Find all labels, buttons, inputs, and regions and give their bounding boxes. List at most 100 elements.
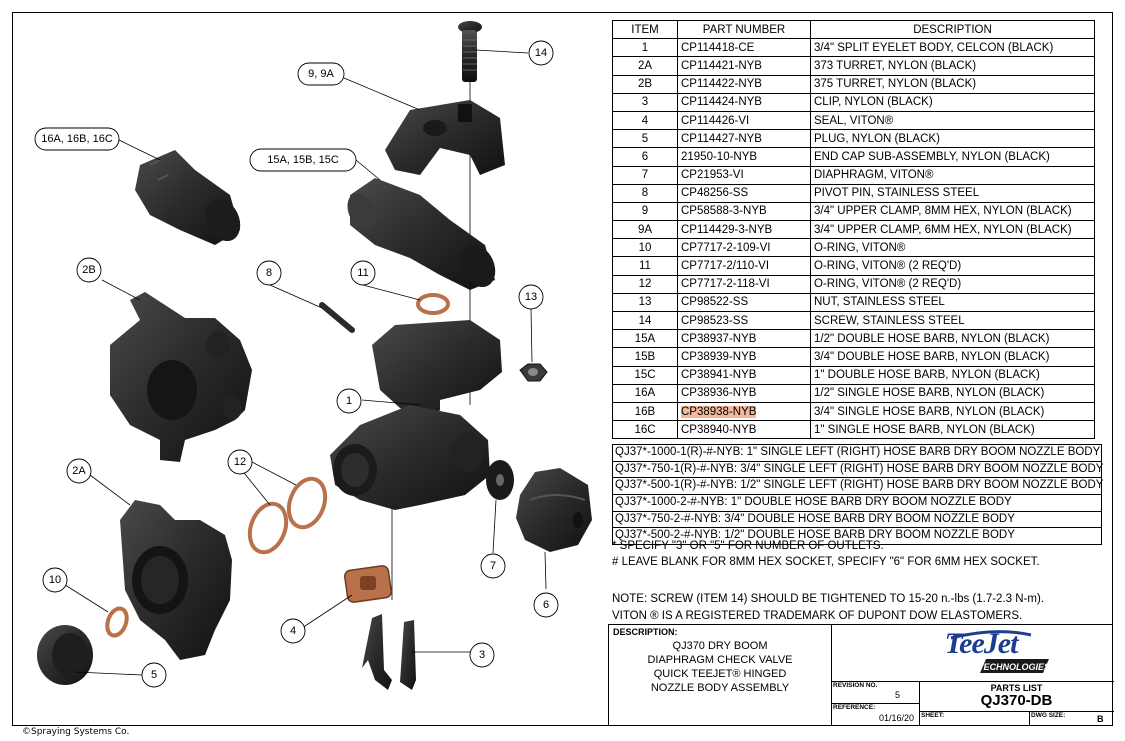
single-hose-barb-part [135, 150, 241, 245]
o-ring-11-part [416, 293, 450, 315]
cell-item: 16A [612, 383, 678, 403]
model-line: QJ37*-1000-2-#-NYB: 1" DOUBLE HOSE BARB … [613, 495, 1101, 512]
drawing-border [12, 12, 1113, 726]
description-line: DIAPHRAGM CHECK VALVE [647, 654, 793, 666]
cell-item: 1 [612, 38, 678, 58]
pivot-pin-part [319, 302, 355, 333]
cell-item: 16C [612, 420, 678, 440]
cell-part-number: CP38937-NYB [677, 329, 811, 349]
cell-item: 9 [612, 201, 678, 222]
cell-description: 3/4" UPPER CLAMP, 6MM HEX, NYLON (BLACK) [810, 220, 1095, 240]
cell-part-number: CP38941-NYB [677, 365, 811, 385]
cell-description: 3/4" SINGLE HOSE BARB, NYLON (BLACK) [810, 401, 1095, 422]
cell-item: 3 [612, 92, 678, 112]
turret-375-part [110, 292, 252, 462]
revision-label: REVISION NO. [833, 682, 878, 689]
cell-description: NUT, STAINLESS STEEL [810, 292, 1095, 313]
cell-item: 8 [612, 183, 678, 203]
callout-10: 10 [49, 574, 61, 586]
o-ring-12b-part [286, 476, 328, 530]
model-line: QJ37*-1000-1(R)-#-NYB: 1" SINGLE LEFT (R… [613, 445, 1101, 462]
split-eyelet-body-part [330, 320, 502, 510]
cell-description: 375 TURRET, NYLON (BLACK) [810, 74, 1095, 94]
cell-description: 1/2" SINGLE HOSE BARB, NYLON (BLACK) [810, 383, 1095, 403]
turret-373-part [120, 500, 232, 660]
double-hose-barb-part [347, 178, 496, 290]
cell-part-number: CP7717-2/110-VI [677, 256, 811, 276]
callout-2a: 2A [72, 465, 86, 477]
header-description: DESCRIPTION [810, 19, 1095, 40]
cell-item: 4 [612, 110, 678, 131]
cell-description: DIAPHRAGM, VITON® [810, 165, 1095, 185]
cell-description: O-RING, VITON® [810, 238, 1095, 258]
cell-part-number: CP38939-NYB [677, 347, 811, 367]
o-ring-12a-part [247, 501, 289, 555]
note-specify-outlets: * SPECIFY "3" OR "5" FOR NUMBER OF OUTLE… [612, 540, 884, 552]
cell-item: 5 [612, 129, 678, 149]
cell-part-number: CP7717-2-118-VI [677, 274, 811, 294]
cell-item: 6 [612, 147, 678, 167]
cell-item: 9A [612, 220, 678, 240]
cell-item: 13 [612, 292, 678, 313]
logo-technologies: TECHNOLOGIES [978, 662, 1050, 672]
copyright: ©Spraying Systems Co. [22, 727, 130, 737]
callout-16: 16A, 16B, 16C [41, 133, 113, 145]
callout-11: 11 [357, 267, 368, 279]
cell-description: O-RING, VITON® (2 REQ'D) [810, 256, 1095, 276]
upper-clamp-part [385, 100, 505, 175]
plug-part [37, 625, 93, 685]
model-line: QJ37*-500-2-#-NYB: 1/2" DOUBLE HOSE BARB… [615, 529, 1015, 542]
callout-3: 3 [479, 649, 485, 661]
seal-part [344, 565, 392, 603]
cell-description: SCREW, STAINLESS STEEL [810, 310, 1095, 331]
cell-part-number: CP114427-NYB [677, 129, 811, 149]
teejet-logo: TeeJet TECHNOLOGIES [831, 625, 1114, 682]
cell-item: 15A [612, 329, 678, 349]
callout-6: 6 [543, 599, 549, 611]
cell-item: 10 [612, 238, 678, 258]
header-item: ITEM [612, 19, 678, 40]
description-line: NOZZLE BODY ASSEMBLY [650, 682, 790, 694]
header-part-number: PART NUMBER [677, 19, 811, 40]
reference-label: REFERENCE: [833, 704, 876, 711]
cell-description: 3/4" SPLIT EYELET BODY, CELCON (BLACK) [810, 38, 1095, 58]
callout-8: 8 [266, 267, 272, 279]
cell-part-number: CP114426-VI [677, 110, 811, 131]
cell-item: 7 [612, 165, 678, 185]
callout-1: 1 [346, 395, 352, 407]
description-lines: QJ370 DRY BOOM DIAPHRAGM CHECK VALVE QUI… [609, 639, 831, 695]
clip-part [362, 614, 416, 690]
dwg-size-label: DWG SIZE: [1031, 712, 1066, 719]
cell-description: CLIP, NYLON (BLACK) [810, 92, 1095, 112]
cell-description: END CAP SUB-ASSEMBLY, NYLON (BLACK) [810, 147, 1095, 167]
end-cap-part [516, 468, 592, 552]
callout-13: 13 [525, 291, 537, 303]
description-label: DESCRIPTION: [613, 627, 678, 637]
cell-part-number: CP98522-SS [677, 292, 811, 313]
reference-cell: REFERENCE: 01/16/20 [831, 703, 920, 726]
cell-description: 1" DOUBLE HOSE BARB, NYLON (BLACK) [810, 365, 1095, 385]
note-trademark: VITON ® IS A REGISTERED TRADEMARK OF DUP… [612, 610, 1023, 622]
model-line: QJ37*-750-1(R)-#-NYB: 3/4" SINGLE LEFT (… [613, 462, 1103, 479]
o-ring-10-part [105, 606, 129, 638]
cell-part-number: CP114424-NYB [677, 92, 811, 112]
screw-part [458, 21, 482, 82]
model-line: QJ37*-750-2-#-NYB: 3/4" DOUBLE HOSE BARB… [613, 512, 1101, 529]
cell-description: PLUG, NYLON (BLACK) [810, 129, 1095, 149]
callout-12: 12 [234, 456, 246, 468]
cell-item: 12 [612, 274, 678, 294]
callout-5: 5 [151, 669, 157, 681]
description-cell: DESCRIPTION: QJ370 DRY BOOM DIAPHRAGM CH… [609, 625, 832, 726]
revision-cell: REVISION NO. 5 [831, 681, 920, 704]
